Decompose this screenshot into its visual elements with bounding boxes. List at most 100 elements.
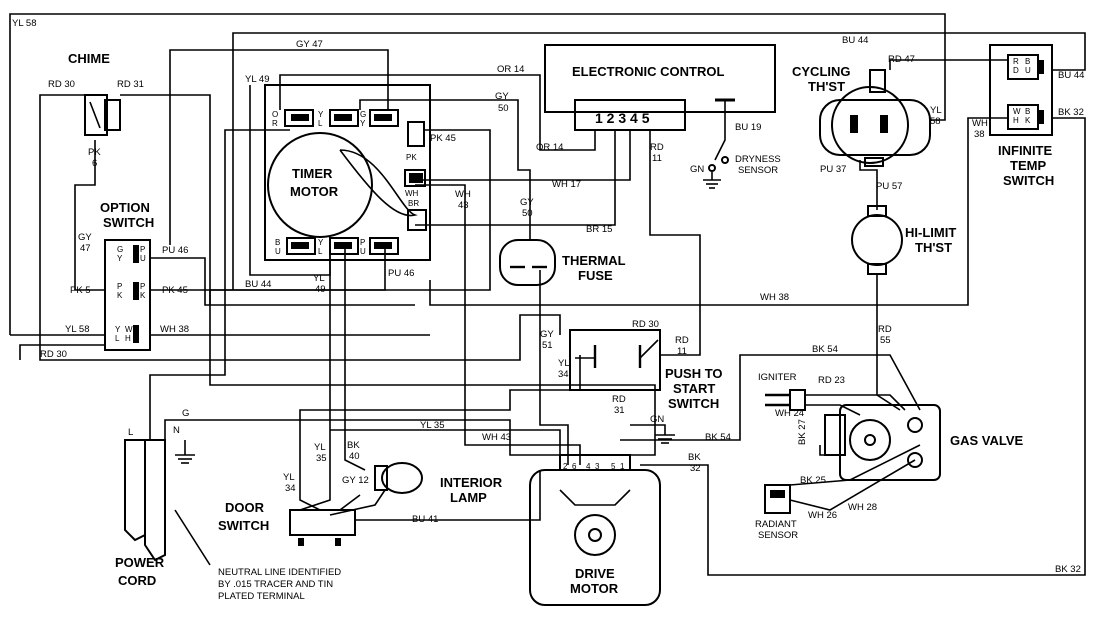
wire-label: BK 27 xyxy=(797,419,808,445)
timer-label-2: MOTOR xyxy=(290,184,339,199)
option-pin-label: Y xyxy=(115,325,121,334)
push-label-3: SWITCH xyxy=(668,396,719,411)
wire-label: RD 31 xyxy=(117,79,144,90)
timer-pin-label: G xyxy=(360,110,366,119)
wire-label: PU 46 xyxy=(388,268,414,279)
wire-labels: YL 58 RD 30 RD 31 PK 6 GY 47 YL 49 OR 14… xyxy=(12,18,1084,575)
neutral-note-2: BY .015 TRACER AND TIN xyxy=(218,579,333,590)
wire-label: YL xyxy=(313,273,325,284)
wire-label: WH xyxy=(972,118,988,129)
wire-label: 58 xyxy=(930,116,941,127)
drive-motor-box xyxy=(529,454,661,606)
wire-label: WH 28 xyxy=(848,502,877,513)
option-pin-label: K xyxy=(140,291,146,300)
option-switch-box xyxy=(104,239,151,351)
wire-label: PU 37 xyxy=(820,164,846,175)
wire-label: PK 45 xyxy=(162,285,188,296)
interior-lamp-symbol xyxy=(374,462,423,494)
power-cord-plug xyxy=(124,439,211,566)
wire-label: RD xyxy=(675,335,689,346)
wire-label: YL xyxy=(283,472,295,483)
cord-label-2: CORD xyxy=(118,573,156,588)
thermal-fuse-label-2: FUSE xyxy=(578,268,613,283)
wire-label: PK 45 xyxy=(430,133,456,144)
lamp-label-2: LAMP xyxy=(450,490,487,505)
wire-label: G xyxy=(182,408,189,419)
wire-label: WH 26 xyxy=(808,510,837,521)
wire-label: YL xyxy=(314,442,326,453)
igniter-symbol xyxy=(765,389,806,411)
timer-pin-label: O xyxy=(272,110,278,119)
wire-label: 34 xyxy=(558,369,569,380)
wire-label: YL 35 xyxy=(420,420,444,431)
cycling-thermostat xyxy=(819,69,931,167)
timer-pin-label: P xyxy=(360,238,365,247)
radiant-label-2: SENSOR xyxy=(758,530,798,541)
chime-symbol xyxy=(84,94,121,136)
wire-label: BU 44 xyxy=(842,35,868,46)
wire-label: L xyxy=(128,427,133,438)
wire-label: GY 47 xyxy=(296,39,323,50)
timer-pin-label: B xyxy=(275,238,280,247)
option-pin-label: P xyxy=(140,282,145,291)
wire-label: N xyxy=(173,425,180,436)
electronic-control-label: ELECTRONIC CONTROL xyxy=(572,64,724,79)
dryness-label-1: DRYNESS xyxy=(735,154,781,165)
wire-label: 11 xyxy=(652,153,662,164)
wire-label: RD 30 xyxy=(632,319,659,330)
timer-pin-label: U xyxy=(275,247,281,256)
thermal-fuse-symbol xyxy=(499,239,556,286)
infinite-label-1: INFINITE xyxy=(998,143,1052,158)
timer-pin-label: R xyxy=(272,119,278,128)
wire-label: RD xyxy=(650,142,664,153)
option-pin-label: P xyxy=(117,282,122,291)
wire-label: BK 54 xyxy=(812,344,838,355)
wire-label: 55 xyxy=(880,335,891,346)
wire-label: 31 xyxy=(614,405,625,416)
wire-label: 47 xyxy=(80,243,91,254)
cycling-thst-label-1: CYCLING xyxy=(792,64,851,79)
timer-label-1: TIMER xyxy=(292,166,333,181)
wire-label: RD xyxy=(878,324,892,335)
timer-pin-label: L xyxy=(318,247,323,256)
ground-symbols xyxy=(175,434,675,464)
option-label-2: SWITCH xyxy=(103,215,154,230)
radiant-label-1: RADIANT xyxy=(755,519,797,530)
wire-label: YL 58 xyxy=(12,18,36,29)
infinite-pin-label: H xyxy=(1013,116,1019,125)
option-pin-label: Y xyxy=(117,254,123,263)
motor-pin-label: 1 xyxy=(620,462,625,471)
wire-label: 38 xyxy=(974,129,985,140)
chime-label: CHIME xyxy=(68,51,110,66)
wire-label: WH xyxy=(455,189,471,200)
timer-pin-label: Y xyxy=(318,238,324,247)
wire-label: 35 xyxy=(316,453,327,464)
neutral-note-3: PLATED TERMINAL xyxy=(218,591,305,602)
infinite-temp-switch-box xyxy=(989,44,1053,136)
cord-label-1: POWER xyxy=(115,555,165,570)
wire-label: 32 xyxy=(690,463,701,474)
wire-label: RD 23 xyxy=(818,375,845,386)
infinite-pin-label: U xyxy=(1025,66,1031,75)
timer-pin-label: WH xyxy=(405,189,419,198)
wire-label: OR 14 xyxy=(497,64,524,75)
wire-label: YL 49 xyxy=(245,74,269,85)
drive-label-1: DRIVE xyxy=(575,566,615,581)
motor-pin-label: 3 xyxy=(595,462,600,471)
wire-label: 51 xyxy=(542,340,553,351)
wire-label: 40 xyxy=(349,451,360,462)
option-pin-label: G xyxy=(117,245,123,254)
gas-valve-label: GAS VALVE xyxy=(950,433,1024,448)
wire-label: BU 44 xyxy=(245,279,271,290)
push-to-start-box xyxy=(569,329,661,391)
wire-label: 50 xyxy=(498,103,509,114)
timer-pin-label: PK xyxy=(406,153,417,162)
timer-pin-label: BR xyxy=(408,199,419,208)
door-label-1: DOOR xyxy=(225,500,265,515)
wire-label: OR 14 xyxy=(536,142,563,153)
infinite-pin-label: B xyxy=(1025,57,1030,66)
wire-label: 43 xyxy=(458,200,469,211)
wire-label: GY 12 xyxy=(342,475,369,486)
hi-limit-thermostat xyxy=(851,205,903,275)
